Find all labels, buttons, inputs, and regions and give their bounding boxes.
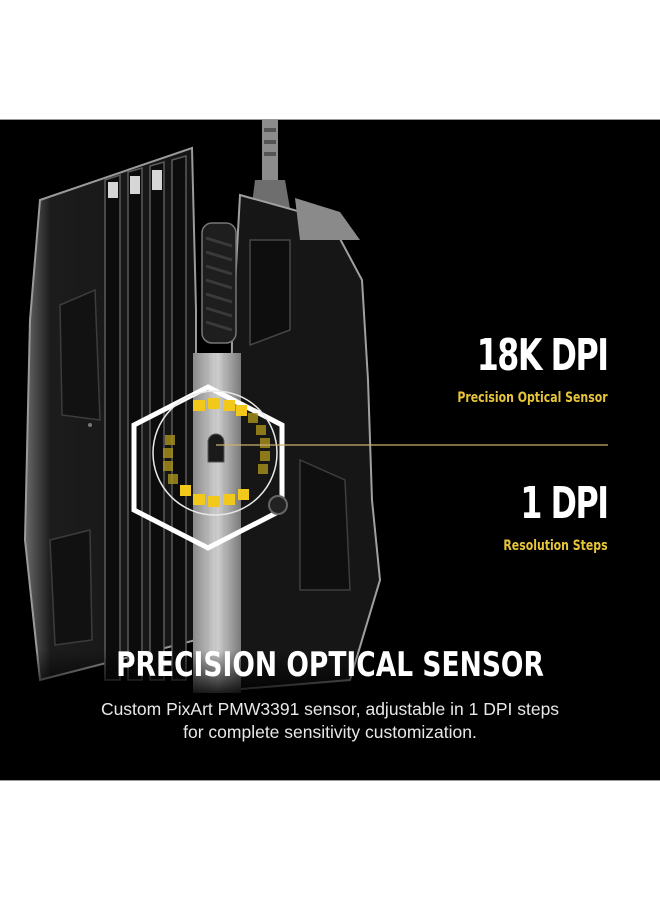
- sensor-chip-icon: [207, 433, 225, 463]
- panel-bottom-border: [0, 780, 660, 781]
- spec-value: 1 DPI: [520, 478, 610, 529]
- spec-max-dpi: 18K DPI Precision Optical Sensor: [415, 330, 610, 407]
- spec-label: Resolution Steps: [503, 538, 608, 554]
- feature-description: Custom PixArt PMW3391 sensor, adjustable…: [0, 698, 660, 744]
- feature-headline: PRECISION OPTICAL SENSOR: [116, 645, 544, 685]
- gaming-mouse-image: [0, 120, 660, 700]
- spec-resolution-steps: 1 DPI Resolution Steps: [474, 478, 610, 555]
- product-feature-panel: 18K DPI Precision Optical Sensor 1 DPI R…: [0, 120, 660, 780]
- spec-label: Precision Optical Sensor: [457, 390, 608, 406]
- dpi-dial-icon: [163, 398, 270, 507]
- spec-value: 18K DPI: [477, 330, 609, 381]
- panel-top-border: [0, 119, 660, 120]
- description-line-1: Custom PixArt PMW3391 sensor, adjustable…: [100, 699, 560, 719]
- description-line-2: for complete sensitivity customization.: [183, 722, 477, 742]
